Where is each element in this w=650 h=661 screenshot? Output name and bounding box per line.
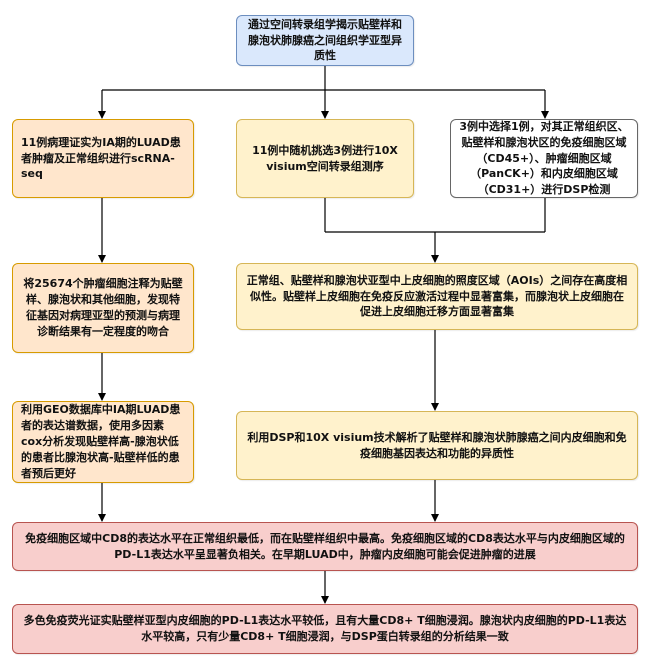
node-aoi-similarity: 正常组、贴壁样和腺泡状亚型中上皮细胞的照度区域（AOIs）之间存在高度相似性。贴… bbox=[236, 263, 638, 330]
node-dsp-selection: 3例中选择1例，对其正常组织区、贴壁样和腺泡状区的免疫细胞区域（CD45+）、肿… bbox=[450, 119, 638, 198]
title-node: 通过空间转录组学揭示贴壁样和腺泡状肺腺癌之间组织学亚型异质性 bbox=[236, 15, 414, 66]
node-visium-text: 11例中随机挑选3例进行10X visium空间转录组测序 bbox=[252, 143, 398, 173]
node-cd8-pdl1: 免疫细胞区域中CD8的表达水平在正常组织最低，而在贴壁样组织中最高。免疫细胞区域… bbox=[12, 522, 638, 571]
node-heterogeneity-text: 利用DSP和10X visium技术解析了贴壁样和腺泡状肺腺癌之间内皮细胞和免疫… bbox=[247, 430, 627, 460]
node-scrna-seq: 11例病理证实为IA期的LUAD患者肿瘤及正常组织进行scRNA-seq bbox=[12, 119, 194, 198]
node-cd8-pdl1-text: 免疫细胞区域中CD8的表达水平在正常组织最低，而在贴壁样组织中最高。免疫细胞区域… bbox=[25, 531, 625, 561]
title-text: 通过空间转录组学揭示贴壁样和腺泡状肺腺癌之间组织学亚型异质性 bbox=[248, 17, 402, 63]
node-immunofluorescence-text: 多色免疫荧光证实贴壁样亚型内皮细胞的PD-L1表达水平较低，且有大量CD8+ T… bbox=[23, 614, 627, 643]
node-cell-annotation: 将25674个肿瘤细胞注释为贴壁样、腺泡状和其他细胞，发现特征基因对病理亚型的预… bbox=[12, 263, 194, 353]
node-immunofluorescence: 多色免疫荧光证实贴壁样亚型内皮细胞的PD-L1表达水平较低，且有大量CD8+ T… bbox=[12, 604, 638, 654]
node-visium: 11例中随机挑选3例进行10X visium空间转录组测序 bbox=[236, 119, 414, 198]
node-cell-annotation-text: 将25674个肿瘤细胞注释为贴壁样、腺泡状和其他细胞，发现特征基因对病理亚型的预… bbox=[23, 277, 183, 338]
node-geo-cox-text: 利用GEO数据库中IA期LUAD患者的表达谱数据，使用多因素cox分析发现贴壁样… bbox=[21, 403, 181, 480]
node-heterogeneity: 利用DSP和10X visium技术解析了贴壁样和腺泡状肺腺癌之间内皮细胞和免疫… bbox=[236, 411, 638, 480]
node-scrna-seq-text: 11例病理证实为IA期的LUAD患者肿瘤及正常组织进行scRNA-seq bbox=[21, 135, 181, 181]
node-dsp-selection-text: 3例中选择1例，对其正常组织区、贴壁样和腺泡状区的免疫细胞区域（CD45+）、肿… bbox=[459, 119, 629, 197]
node-geo-cox: 利用GEO数据库中IA期LUAD患者的表达谱数据，使用多因素cox分析发现贴壁样… bbox=[12, 401, 194, 483]
node-aoi-similarity-text: 正常组、贴壁样和腺泡状亚型中上皮细胞的照度区域（AOIs）之间存在高度相似性。贴… bbox=[246, 273, 628, 319]
